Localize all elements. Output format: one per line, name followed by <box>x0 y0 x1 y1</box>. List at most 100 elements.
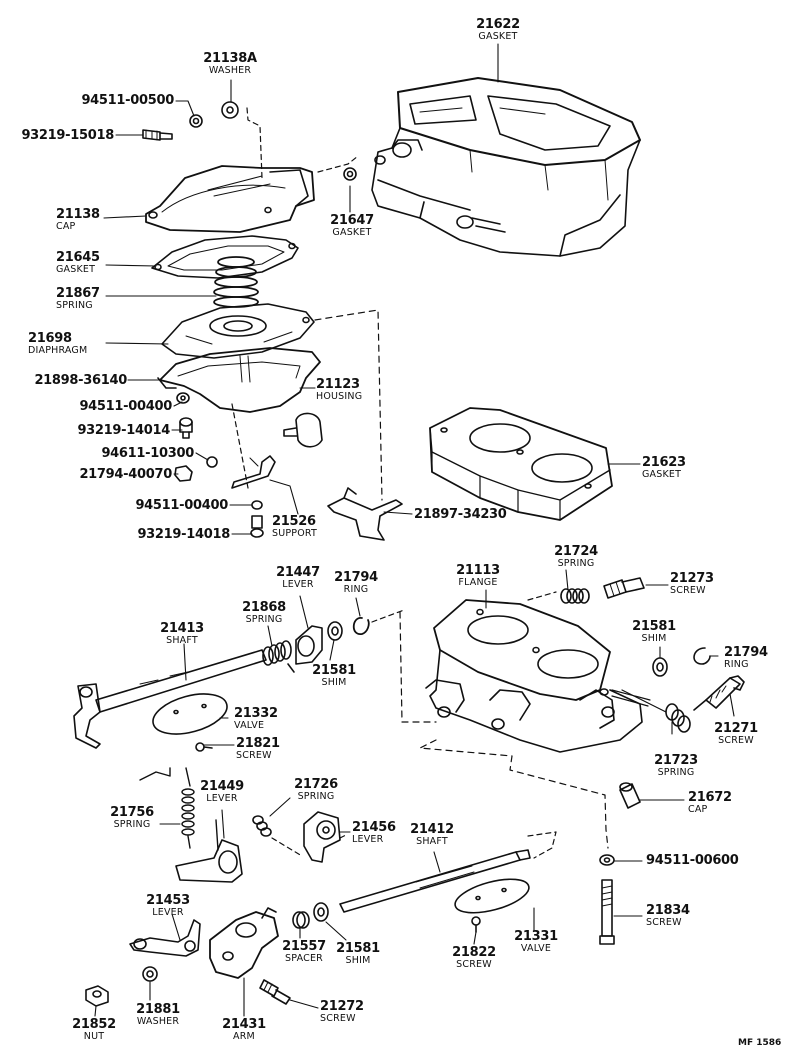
screw-93219-14018 <box>250 515 264 538</box>
part-number: 21273 <box>670 571 714 586</box>
part-name: LEVER <box>152 907 184 918</box>
part-number: 21413 <box>160 621 204 636</box>
part-number: 93219-15018 <box>21 128 114 143</box>
part-name: SPRING <box>657 767 695 778</box>
spring-21724 <box>560 588 590 604</box>
part-name: ARM <box>233 1031 255 1042</box>
gasket-21623 <box>429 407 613 521</box>
part-number: 21881 <box>136 1002 180 1017</box>
part-name: LEVER <box>352 834 384 845</box>
part-name: DIAPHRAGM <box>28 345 88 356</box>
part-name: CAP <box>56 221 76 232</box>
label-94511-00400-upper: 94511-00400 <box>79 400 172 413</box>
part-name: VALVE <box>520 943 552 954</box>
part-number: 21852 <box>72 1017 116 1032</box>
part-number: 21332 <box>234 706 278 721</box>
part-number: 21272 <box>320 999 364 1014</box>
part-name: WASHER <box>208 65 252 76</box>
part-name: SPRING <box>557 558 595 569</box>
part-name: SCREW <box>320 1013 356 1024</box>
screw-93219-15018 <box>142 129 173 141</box>
spring-21868 <box>262 640 292 666</box>
part-number: 21581 <box>632 619 676 634</box>
nut-94511-00500 <box>189 114 203 128</box>
part-number: 21623 <box>642 455 686 470</box>
part-number: 21645 <box>56 250 100 265</box>
part-number: 21138A <box>203 51 257 66</box>
part-name: CAP <box>688 804 708 815</box>
part-name: SHAFT <box>416 836 448 847</box>
nut-21794-40070 <box>174 465 193 482</box>
spring-21867 <box>213 256 259 308</box>
part-name: SPRING <box>297 791 335 802</box>
ring-21794-left <box>352 617 370 635</box>
label-21897-34230: 21897-34230 <box>414 508 507 521</box>
part-name: HOUSING <box>316 391 363 402</box>
spring-21756 <box>139 767 195 849</box>
part-name: SCREW <box>670 585 706 596</box>
shim-21581-right <box>652 657 668 677</box>
part-name: LEVER <box>282 579 314 590</box>
part-number: 21138 <box>56 207 100 222</box>
part-name: GASKET <box>332 227 372 238</box>
valve-21331 <box>454 878 530 914</box>
part-name: GASKET <box>56 264 96 275</box>
flange-21113 <box>425 599 651 753</box>
carburetor-air-horn-body <box>371 77 641 257</box>
alignment-line <box>399 611 437 723</box>
part-name: SHAFT <box>166 635 198 646</box>
part-number: 21449 <box>200 779 244 794</box>
part-number: 93219-14018 <box>137 527 230 542</box>
screw-21834 <box>599 879 615 945</box>
spring-21726 <box>252 815 272 837</box>
screw-21821 <box>195 742 213 752</box>
part-number: 21726 <box>294 777 338 792</box>
part-number: 21271 <box>714 721 758 736</box>
alignment-line <box>231 403 249 489</box>
part-number: 21723 <box>654 753 698 768</box>
support-21526 <box>231 455 276 489</box>
part-name: GASKET <box>642 469 682 480</box>
part-name: LEVER <box>206 793 238 804</box>
part-number: 21647 <box>330 213 374 228</box>
part-number: 21331 <box>514 929 558 944</box>
part-number: 21834 <box>646 903 690 918</box>
part-number: 21123 <box>316 377 360 392</box>
ring-21794-right <box>693 647 711 665</box>
part-number: 21113 <box>456 563 500 578</box>
shaft-21412 <box>339 849 531 913</box>
lever-21456 <box>303 811 341 863</box>
part-number: 94511-00500 <box>81 93 174 108</box>
part-number: 21453 <box>146 893 190 908</box>
part-name: RING <box>724 659 749 670</box>
alignment-line <box>527 831 557 859</box>
label-94511-00400-lower: 94511-00400 <box>135 499 228 512</box>
screw-21822 <box>471 916 481 933</box>
screw-21271 <box>693 675 745 711</box>
fitting-94611-10300 <box>283 412 323 448</box>
part-name: RING <box>343 584 369 595</box>
shaft-21413 <box>73 649 267 749</box>
part-name: SUPPORT <box>272 528 318 539</box>
